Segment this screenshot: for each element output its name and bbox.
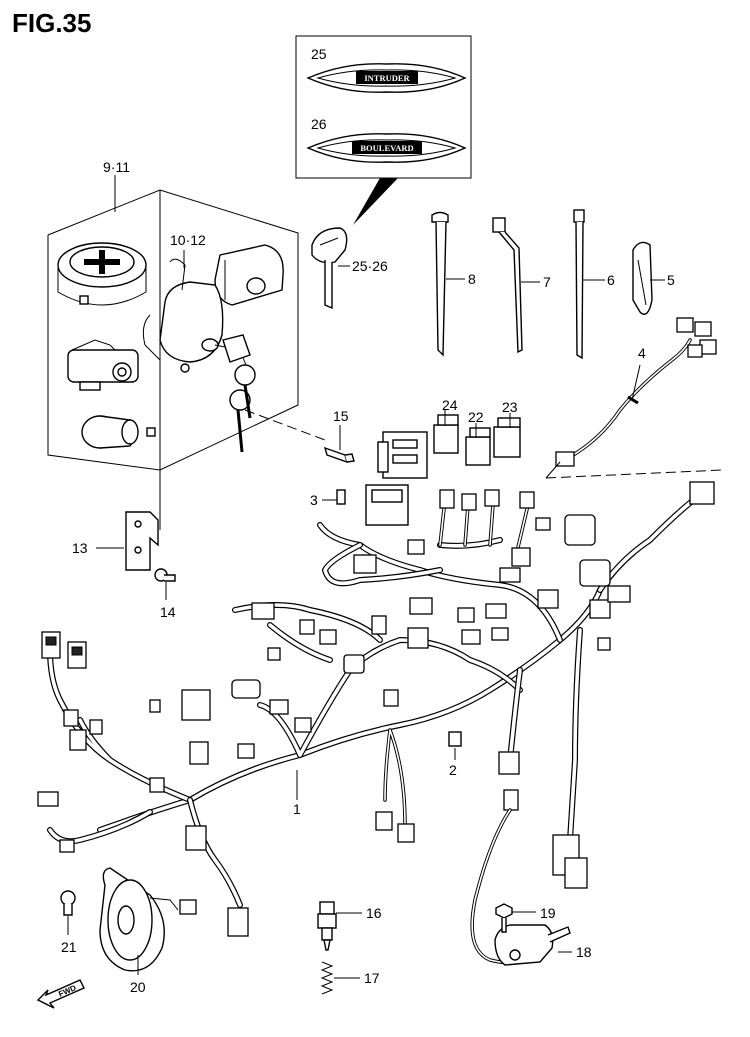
terminal-2-icon: 2 — [448, 731, 462, 778]
bolt-21-icon: 21 — [60, 890, 77, 955]
harness-connectors — [37, 481, 715, 937]
callout-21: 21 — [61, 939, 77, 955]
callout-16: 16 — [366, 905, 382, 921]
key-blank-icon: 25·26 — [311, 227, 388, 310]
callout-9-11: 9·11 — [103, 159, 130, 175]
ignition-lock-set-box: 9·11 10·12 — [47, 159, 326, 530]
relay-24-icon: 24 — [433, 397, 459, 454]
cable-tie-7-icon: 7 — [492, 217, 551, 354]
cable-tie-8-icon: 8 — [431, 211, 476, 357]
emblem-inset-box: 25 26 INTRUDER BOULEVARD — [295, 35, 472, 225]
spring-17-icon: 17 — [320, 961, 380, 995]
callout-7: 7 — [543, 274, 551, 290]
bolt-19-icon: 19 — [495, 903, 556, 933]
forward-arrow-label: FWD — [57, 983, 78, 999]
relay-23-icon: 23 — [493, 399, 521, 458]
callout-6: 6 — [607, 272, 615, 288]
fuse-3-icon: 3 — [310, 489, 346, 508]
forward-arrow-icon: FWD — [36, 979, 85, 1009]
callout-23: 23 — [502, 399, 518, 415]
callout-14: 14 — [160, 604, 176, 620]
callout-20: 20 — [130, 979, 146, 995]
callout-4: 4 — [638, 345, 646, 361]
emblem-intruder-icon: INTRUDER — [306, 63, 467, 93]
callout-5: 5 — [667, 272, 675, 288]
callout-10-12: 10·12 — [170, 232, 206, 248]
helmet-lock-icon — [214, 244, 284, 306]
fuel-cap-lock-icon — [57, 242, 147, 306]
switch-16-icon: 16 — [317, 901, 382, 951]
horn-20-icon: 20 — [99, 867, 179, 995]
callout-3: 3 — [310, 492, 318, 508]
bolt-14-icon: 14 — [154, 568, 176, 620]
cable-tie-6-icon: 6 — [573, 209, 615, 360]
emblem-boulevard-text: BOULEVARD — [360, 143, 413, 153]
callout-15: 15 — [333, 408, 349, 424]
callout-17: 17 — [364, 970, 380, 986]
figure-title: FIG.35 — [12, 8, 92, 38]
callout-13: 13 — [72, 540, 88, 556]
callout-8: 8 — [468, 271, 476, 287]
emblem-boulevard-icon: BOULEVARD — [306, 133, 467, 163]
callout-24: 24 — [442, 397, 458, 413]
sensor-18-icon: 18 — [494, 924, 592, 966]
callout-25-inset: 25 — [311, 46, 327, 62]
fuse-box-icon — [365, 431, 428, 526]
ignition-switch-icon — [142, 258, 256, 453]
relay-22-icon: 22 — [465, 409, 491, 466]
callout-25-26: 25·26 — [352, 258, 388, 274]
sub-harness-4: 4 — [555, 317, 717, 467]
clamp-5-icon: 5 — [632, 241, 675, 315]
callout-18: 18 — [576, 944, 592, 960]
seat-lock-icon — [67, 339, 139, 391]
callout-2: 2 — [449, 762, 457, 778]
callout-26-inset: 26 — [311, 116, 327, 132]
callout-19: 19 — [540, 905, 556, 921]
bracket-13-icon: 13 — [72, 511, 159, 571]
callout-1: 1 — [293, 801, 301, 817]
lock-cylinder-icon — [81, 415, 156, 449]
emblem-intruder-text: INTRUDER — [364, 73, 410, 83]
bolt-15-icon: 15 — [323, 408, 355, 464]
callout-22: 22 — [468, 409, 484, 425]
